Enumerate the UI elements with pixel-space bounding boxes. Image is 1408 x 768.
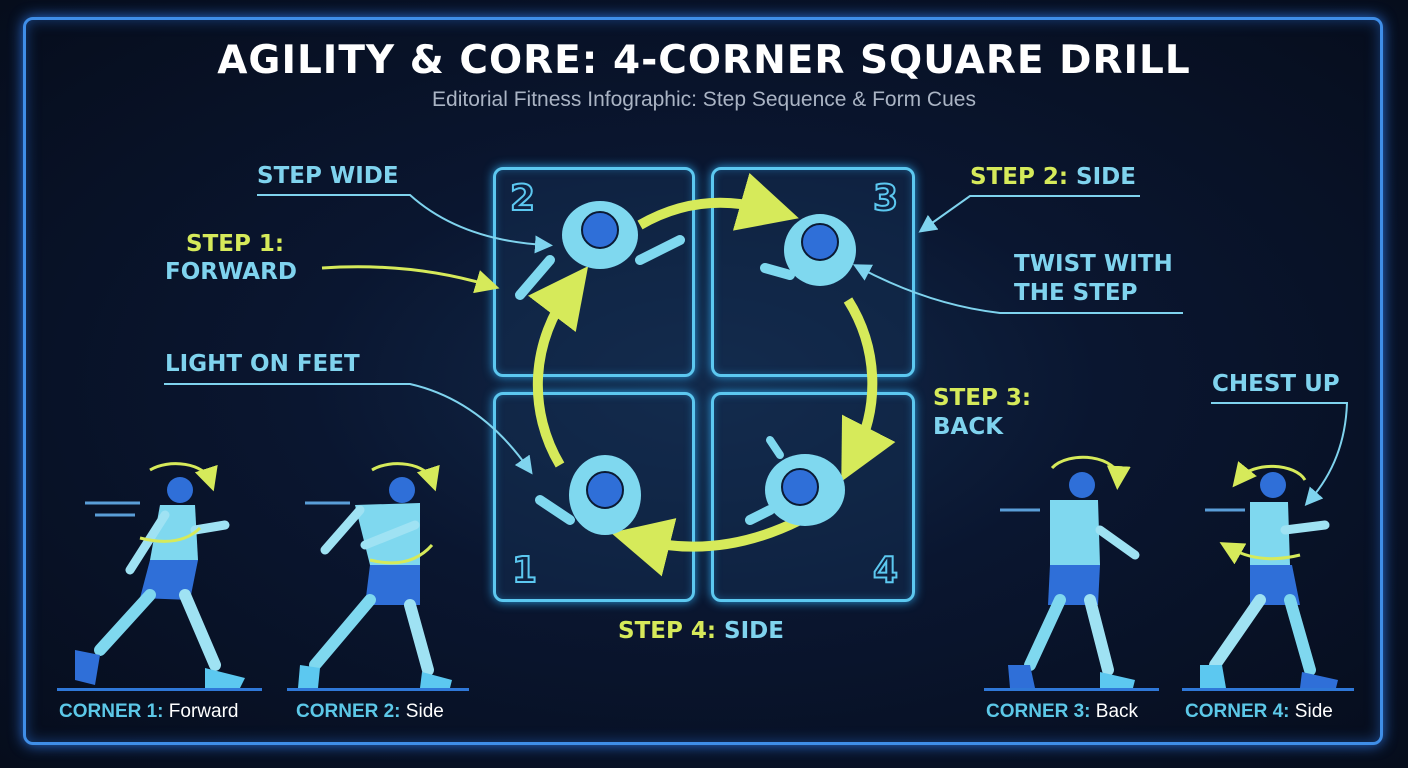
page-subtitle: Editorial Fitness Infographic: Step Sequ…	[432, 88, 976, 111]
caption-corner-2-label: CORNER 2:	[296, 701, 401, 722]
step2-callout: STEP 2: SIDE	[970, 163, 1136, 191]
light-on-feet-leader	[164, 383, 533, 475]
topdown-figure-corner-3	[760, 214, 856, 286]
twist-leader	[852, 264, 1183, 314]
cell-number-2: 2	[509, 177, 536, 220]
floor-line-corner-3	[984, 688, 1159, 691]
step2-leader	[918, 195, 1140, 233]
caption-corner-4-label: CORNER 4:	[1185, 701, 1290, 722]
cell-number-1: 1	[511, 549, 538, 592]
sequence-arrow-3-to-4	[841, 297, 896, 482]
caption-corner-4: CORNER 4: Side	[1185, 701, 1333, 723]
step3-label: STEP 3:	[933, 385, 1032, 411]
cell-number-3: 3	[872, 177, 899, 220]
caption-corner-1: CORNER 1: Forward	[59, 701, 238, 723]
step3-direction: BACK	[933, 414, 1004, 440]
topdown-figure-corner-2	[515, 201, 685, 300]
caption-corner-3-label: CORNER 3:	[986, 701, 1091, 722]
page-title: AGILITY & CORE: 4-CORNER SQUARE DRILL	[217, 38, 1191, 83]
sequence-arrow-2-to-3	[637, 172, 799, 231]
chest-up-leader	[1211, 402, 1349, 507]
caption-corner-1-move: Forward	[168, 701, 239, 722]
cue-chest-up: CHEST UP	[1212, 371, 1340, 397]
cue-light-on-feet: LIGHT ON FEET	[165, 351, 360, 377]
cue-twist-line1: TWIST WITH	[1014, 251, 1173, 277]
runner-figure-corner-4	[1200, 461, 1338, 688]
step2-direction: SIDE	[1076, 164, 1136, 190]
caption-corner-1-label: CORNER 1:	[59, 701, 164, 722]
step-wide-leader	[257, 194, 553, 254]
runner-figure-corner-1	[75, 462, 245, 688]
step1-label: STEP 1:	[186, 231, 285, 257]
floor-line-corner-1	[57, 688, 262, 691]
step1-direction: FORWARD	[165, 259, 297, 285]
step4-direction: SIDE	[724, 618, 784, 644]
topdown-figure-corner-4	[745, 436, 845, 526]
caption-corner-3: CORNER 3: Back	[986, 701, 1138, 723]
sequence-arrow-1-to-2	[527, 266, 589, 468]
runner-figure-corner-2	[298, 462, 452, 688]
runner-figure-corner-3	[1000, 455, 1140, 688]
caption-corner-2-move: Side	[405, 701, 444, 722]
cue-twist-line2: THE STEP	[1014, 280, 1138, 306]
caption-corner-2: CORNER 2: Side	[296, 701, 444, 723]
floor-line-corner-2	[287, 688, 469, 691]
caption-corner-3-move: Back	[1095, 701, 1139, 722]
step2-label: STEP 2:	[970, 164, 1069, 190]
step4-label: STEP 4:	[618, 618, 717, 644]
caption-corner-4-move: Side	[1294, 701, 1333, 722]
sequence-arrow-4-to-1	[610, 515, 803, 577]
topdown-figure-corner-1	[535, 455, 641, 535]
floor-line-corner-4	[1182, 688, 1354, 691]
step1-arrow	[321, 265, 500, 294]
infographic-frame	[23, 17, 1383, 745]
cell-number-4: 4	[872, 549, 899, 592]
cue-step-wide: STEP WIDE	[257, 163, 399, 189]
step4-callout: STEP 4: SIDE	[618, 617, 784, 645]
